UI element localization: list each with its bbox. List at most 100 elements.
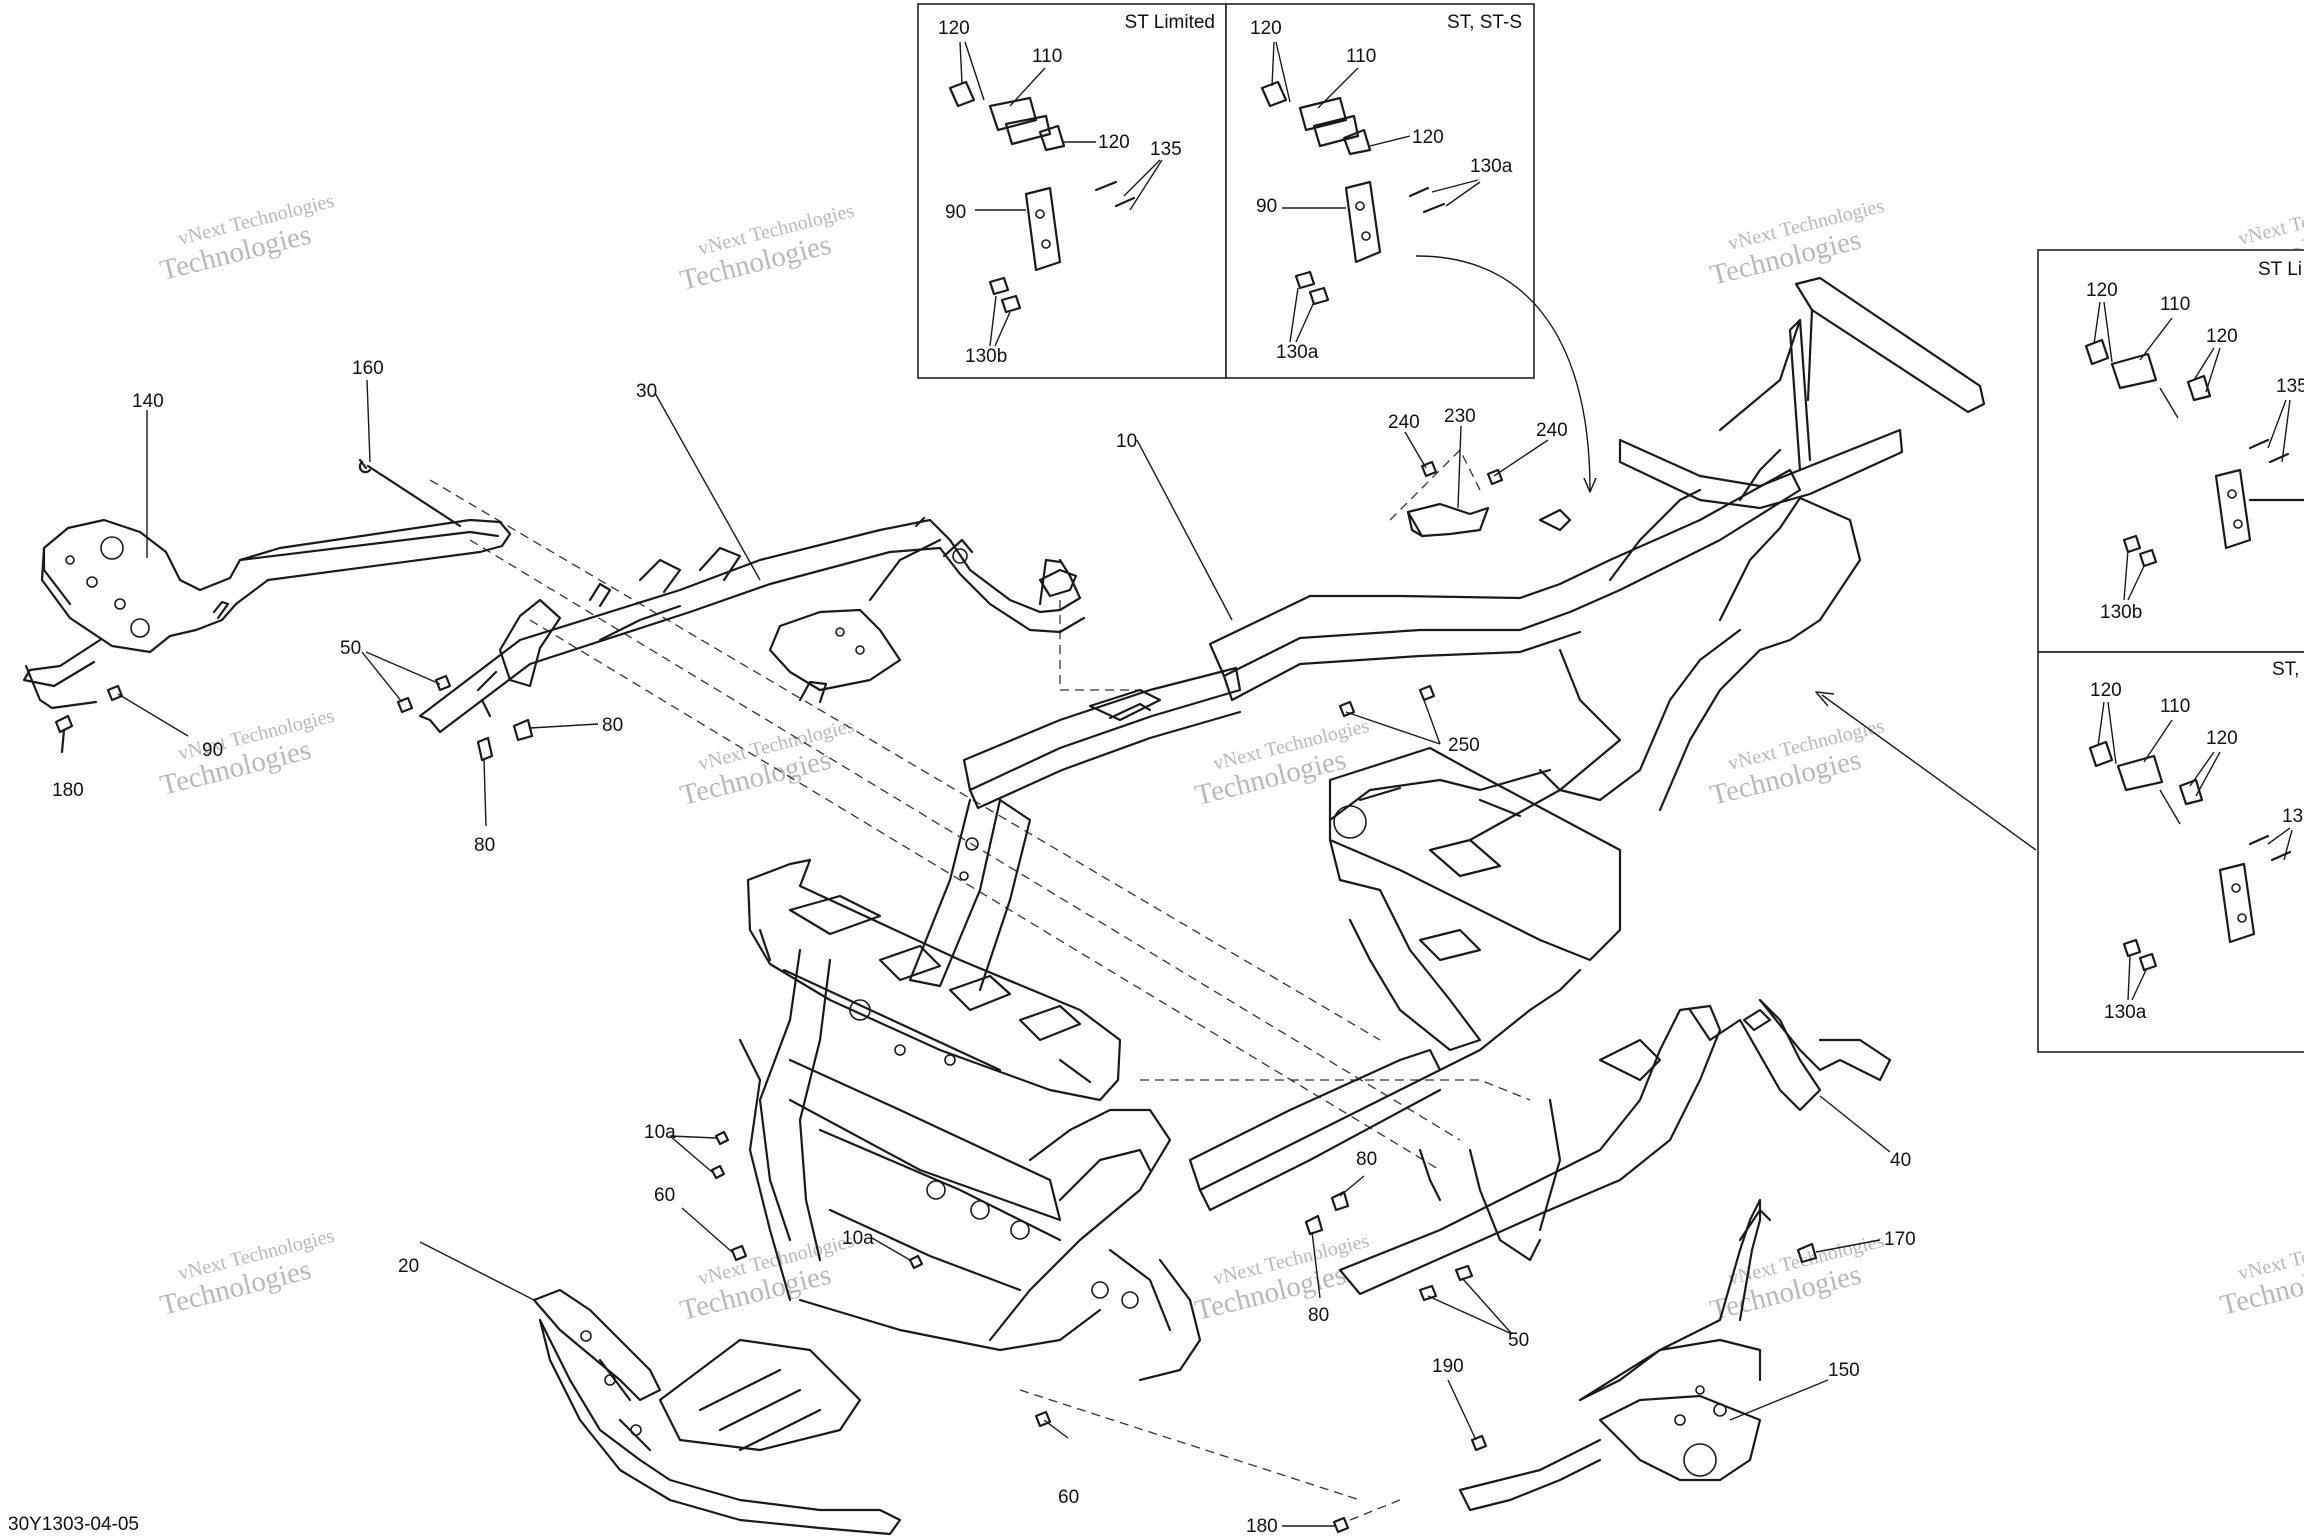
bolt-50 (396, 674, 452, 714)
callout-80: 80 (1356, 1149, 1377, 1170)
callout-230: 230 (1444, 406, 1476, 427)
callout-120: 120 (938, 18, 970, 39)
inset-frame (2037, 249, 2304, 653)
part-140-brace (22, 458, 512, 710)
callout-90: 90 (202, 740, 223, 761)
bolt-240 (1420, 460, 1504, 486)
leader (959, 41, 1163, 347)
callout-80: 80 (474, 835, 495, 856)
watermark: vNext Technologies Technologies (1192, 1230, 1372, 1327)
callout-30: 30 (636, 381, 657, 402)
arrowhead (1583, 477, 1597, 493)
callout-250: 250 (1448, 735, 1480, 756)
callout-90: 90 (945, 202, 966, 223)
inset-frame (2037, 651, 2304, 1053)
watermark: vNext Technologies Technologies (157, 705, 337, 802)
watermark: vNext Technologies Technologies (157, 190, 337, 287)
callout-120: 120 (2090, 680, 2122, 701)
part-40-tube (1338, 998, 1892, 1296)
leader (2159, 789, 2181, 825)
nut-80-right (1304, 1190, 1350, 1236)
callout-80: 80 (1308, 1305, 1329, 1326)
watermark: vNext Technologies Technologies (157, 1225, 337, 1322)
callout-120: 120 (2086, 280, 2118, 301)
callout-10a: 10a (644, 1122, 676, 1143)
callouts: 160 140 30 10 240 230 240 50 80 90 180 8… (52, 358, 1916, 1536)
nut-10a (710, 1130, 924, 1270)
part-150-brace (1458, 1198, 1772, 1512)
callout-13: 13 (2282, 806, 2303, 827)
part-30-tube (418, 516, 1086, 734)
watermark: vNext Technologies Technologies (2217, 1225, 2304, 1322)
callout-120: 120 (1250, 18, 1282, 39)
callout-140: 140 (132, 391, 164, 412)
callout-110: 110 (1032, 46, 1062, 67)
bolt-190 (1470, 1434, 1488, 1452)
assembly-lines (429, 448, 1531, 1521)
part-20-footrest (532, 1288, 902, 1536)
watermark: vNext Technologies Technologies (1192, 715, 1372, 812)
inset-st-limited-right: ST Li 120 110 120 135 130b (2037, 249, 2304, 653)
clip-part (948, 80, 1136, 314)
inset-st-right: ST, 120 110 120 13 130a (2037, 651, 2304, 1053)
leader (2159, 387, 2179, 419)
watermark: vNext Technologies Technologies (677, 200, 857, 297)
callout-130a: 130a (1470, 156, 1513, 177)
leader (2093, 301, 2291, 601)
leader (1271, 41, 1481, 343)
callout-40: 40 (1890, 1150, 1911, 1171)
clip-part (2088, 740, 2292, 972)
nut-60 (730, 1244, 1052, 1428)
callout-170: 170 (1884, 1229, 1916, 1250)
callout-90: 90 (1256, 196, 1277, 217)
callout-10a: 10a (842, 1228, 874, 1249)
callout-240: 240 (1388, 412, 1420, 433)
bolt-180-right (1332, 1516, 1350, 1534)
callout-190: 190 (1432, 1356, 1464, 1377)
callout-leaders (117, 379, 1891, 1527)
callout-130b: 130b (965, 346, 1007, 367)
inset-frame (917, 3, 1227, 379)
bolt-180-left (54, 714, 74, 754)
callout-180: 180 (1246, 1516, 1278, 1536)
clip-part (2084, 338, 2304, 568)
nut-170 (1796, 1242, 1818, 1264)
callout-150: 150 (1828, 1360, 1860, 1381)
callout-160: 160 (352, 358, 384, 379)
arrowhead (1815, 691, 1835, 707)
leader-arrow (1415, 255, 1591, 491)
inset-frame (1225, 3, 1535, 379)
callout-10: 10 (1116, 431, 1137, 452)
nut-90-left (106, 684, 124, 702)
callout-180: 180 (52, 780, 84, 801)
watermark: vNext Technologies Technologies (1707, 715, 1887, 812)
watermark: vNext Technologies Technologies (1707, 1230, 1887, 1327)
callout-130a: 130a (1276, 342, 1319, 363)
callout-240: 240 (1536, 420, 1568, 441)
leader (2097, 701, 2293, 1001)
callout-110: 110 (2160, 294, 2190, 315)
part-10-main-frame (738, 276, 1986, 1382)
nut-80-left (476, 718, 534, 762)
callout-130b: 130b (2100, 602, 2142, 623)
inset-title: ST, ST-S (1447, 12, 1522, 33)
reference-code: 30Y1303-04-05 (8, 1514, 139, 1535)
inset-st-limited: ST Limited 120 110 120 135 90 130b (917, 3, 1227, 379)
leader-arrow (1821, 694, 2037, 851)
nut-250 (1338, 684, 1436, 718)
callout-80: 80 (602, 715, 623, 736)
callout-130a: 130a (2104, 1002, 2147, 1023)
watermark: vNext Technologies Technologies (677, 1230, 857, 1327)
callout-110: 110 (2160, 696, 2190, 717)
callout-20: 20 (398, 1256, 419, 1277)
callout-60: 60 (654, 1185, 675, 1206)
callout-120: 120 (1098, 132, 1130, 153)
callout-60: 60 (1058, 1487, 1079, 1508)
callout-110: 110 (1346, 46, 1376, 67)
callout-120: 120 (1412, 127, 1444, 148)
callout-50: 50 (1508, 1330, 1529, 1351)
clip-part (1260, 80, 1446, 306)
inset-title: ST Li (2258, 259, 2302, 280)
part-230-bracket (1406, 502, 1490, 538)
